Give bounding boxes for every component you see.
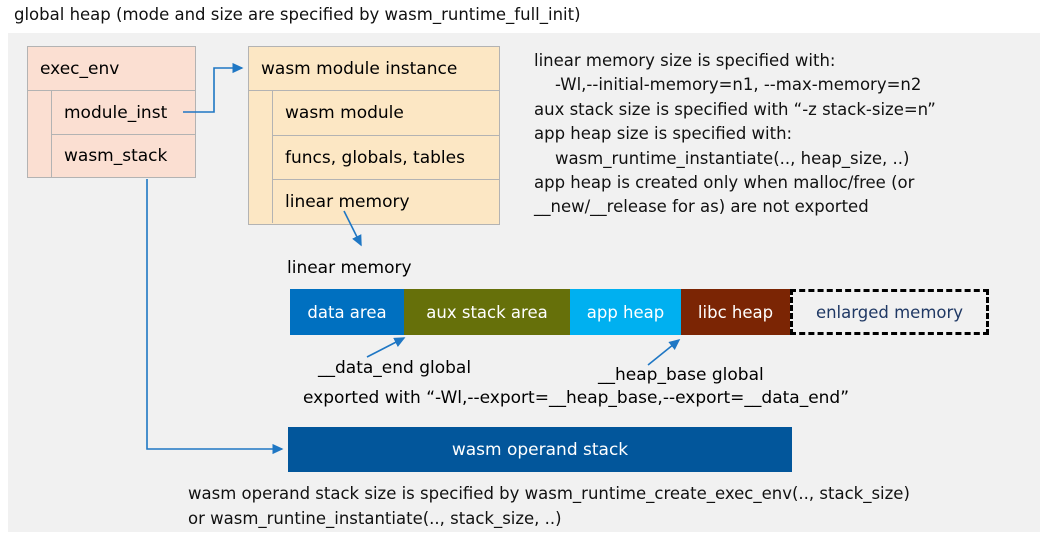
exec-env-gutter — [28, 91, 52, 177]
exec-env-box: exec_env module_inst wasm_stack — [27, 46, 196, 178]
wasm-module-instance-box: wasm module instance wasm module funcs, … — [248, 46, 500, 225]
module-instance-field-wasm-module: wasm module — [285, 103, 404, 123]
segment-aux-stack-area: aux stack area — [404, 289, 570, 335]
exec-env-field-module-inst: module_inst — [64, 102, 168, 123]
segment-libc-heap: libc heap — [681, 289, 790, 335]
exec-env-body: module_inst wasm_stack — [28, 91, 195, 177]
callout-heap-base-global: __heap_base global — [598, 365, 764, 385]
exec-env-field-wasm-stack: wasm_stack — [52, 134, 195, 177]
module-instance-gutter — [249, 91, 273, 223]
linear-memory-label: linear memory — [287, 258, 412, 278]
wasm-operand-stack-bar: wasm operand stack — [288, 427, 792, 472]
module-instance-body: wasm module funcs, globals, tables linea… — [249, 91, 499, 223]
diagram-title: global heap (mode and size are specified… — [14, 5, 581, 24]
linear-memory-bar: data area aux stack area app heap libc h… — [290, 289, 989, 335]
callout-exported-with: exported with “-Wl,--export=__heap_base,… — [303, 388, 850, 408]
module-instance-header: wasm module instance — [249, 47, 499, 91]
segment-data-area: data area — [290, 289, 404, 335]
segment-enlarged-memory: enlarged memory — [790, 289, 989, 335]
module-instance-field-funcs-globals-tables: funcs, globals, tables — [273, 135, 499, 179]
module-instance-fields: wasm module funcs, globals, tables linea… — [273, 91, 499, 223]
segment-app-heap: app heap — [570, 289, 681, 335]
callout-data-end-global: __data_end global — [318, 358, 472, 378]
module-instance-field-linear-memory: linear memory — [273, 179, 499, 223]
exec-env-header: exec_env — [28, 47, 195, 91]
operand-stack-notes: wasm operand stack size is specified by … — [188, 484, 910, 528]
exec-env-fields: module_inst wasm_stack — [52, 91, 195, 177]
linear-memory-notes: linear memory size is specified with: -W… — [534, 51, 936, 217]
